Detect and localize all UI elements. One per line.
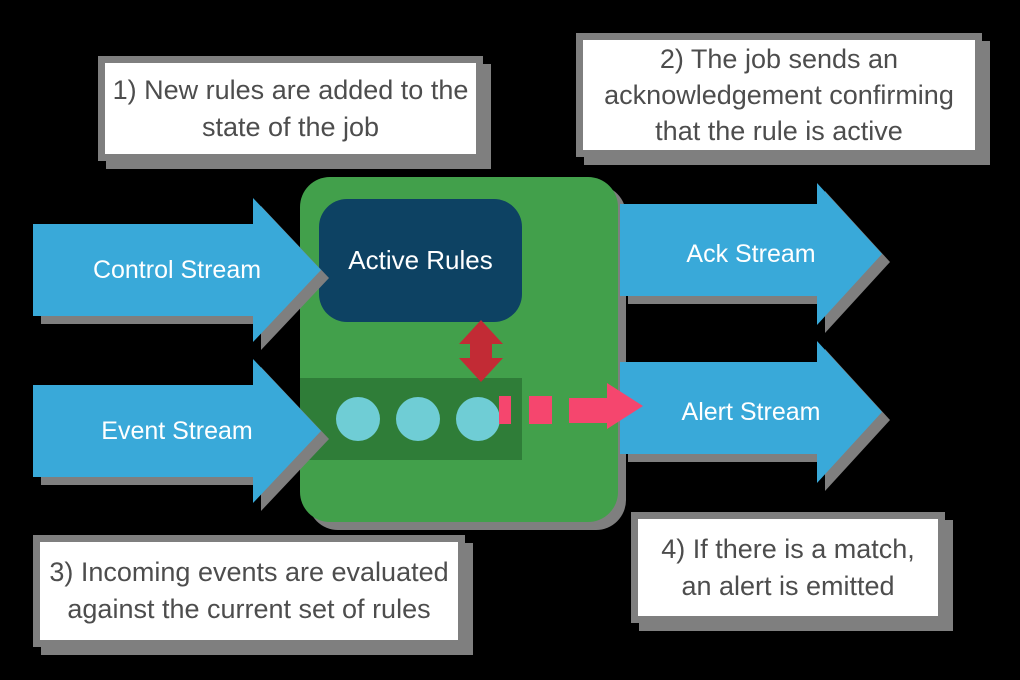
callout-note-1: 1) New rules are added to the state of t…: [98, 56, 483, 161]
callout-note-3: 3) Incoming events are evaluated against…: [33, 535, 465, 647]
control-stream-label: Control Stream: [92, 255, 262, 284]
event-dot: [456, 397, 500, 441]
active-rules-label: Active Rules: [348, 245, 493, 275]
callout-note-4-text: 4) If there is a match, an alert is emit…: [661, 533, 915, 601]
active-rules-box: Active Rules: [319, 199, 522, 322]
event-dot: [396, 397, 440, 441]
alert-stream-label: Alert Stream: [681, 397, 821, 426]
event-dots: [336, 397, 500, 441]
event-stream-label: Event Stream: [101, 416, 253, 445]
ack-stream-arrow: Ack Stream: [620, 183, 890, 333]
event-dot: [336, 397, 380, 441]
control-stream-arrow: Control Stream: [33, 198, 329, 350]
emit-arrow-dash: [499, 396, 511, 424]
callout-note-2: 2) The job sends an acknowledgement conf…: [576, 33, 982, 157]
event-stream-arrow: Event Stream: [33, 359, 329, 511]
callout-note-2-text: 2) The job sends an acknowledgement conf…: [604, 44, 954, 146]
alert-stream-arrow: Alert Stream: [620, 341, 890, 491]
ack-stream-label: Ack Stream: [686, 239, 816, 268]
emit-arrow-dash: [529, 396, 552, 424]
callout-note-3-text: 3) Incoming events are evaluated against…: [49, 557, 449, 624]
callout-note-1-text: 1) New rules are added to the state of t…: [112, 74, 469, 142]
callout-note-4: 4) If there is a match, an alert is emit…: [631, 512, 945, 623]
